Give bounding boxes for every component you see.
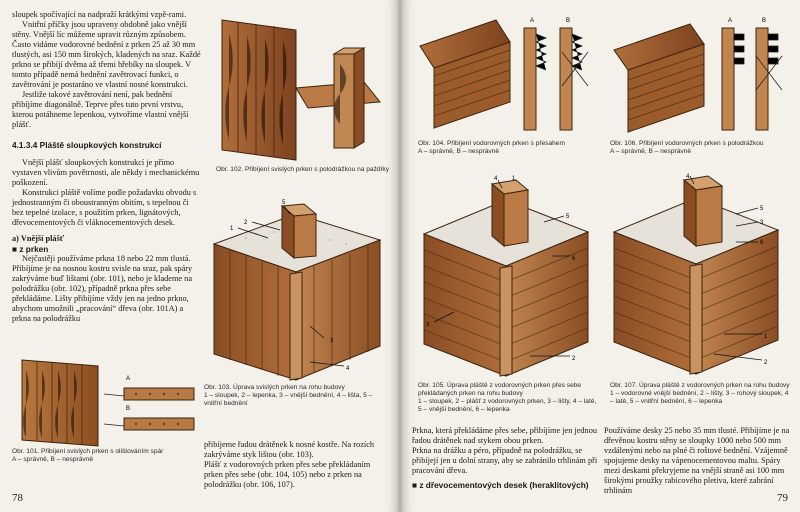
subheading-outer-cladding: a) Vnější plášť — [12, 234, 65, 243]
bullet-wood-cement-boards: ■ z dřevocementových desek (heraklitovýc… — [412, 480, 589, 490]
figure-107-illustration: 5 3 6 1 2 4 — [612, 174, 780, 375]
figure-103-caption: Obr. 103. Úprava svislých prken na rohu … — [204, 384, 373, 407]
figure-104: A B Obr. 104. Přibíjení vodorovných prke… — [412, 10, 600, 170]
figure-103-label-4: 4 — [346, 366, 350, 372]
figure-105-label-3: 3 — [426, 322, 430, 328]
right-col1: Prkna, která překládáme přes sebe, přibí… — [412, 426, 600, 490]
figure-101-illustration: A B — [21, 359, 195, 447]
figure-104-caption: Obr. 104. Přibíjení vodorovných prken s … — [418, 140, 565, 155]
figure-107-label-6: 6 — [760, 240, 764, 246]
figure-105-caption: Obr. 105. Úprava pláště z vodorovných pr… — [418, 382, 597, 413]
figure-105-label-6: 6 — [572, 256, 576, 262]
figure-103-label-5: 5 — [282, 200, 286, 206]
figure-104-label-a: A — [530, 18, 534, 24]
figure-103-label-1: 1 — [230, 226, 234, 232]
figure-101: A B Obr. 101. Přibíjení svislých prken s… — [12, 352, 198, 463]
figure-106-caption: Obr. 106. Přibíjení vodorovných prken s … — [610, 140, 764, 155]
figure-107-label-2: 2 — [764, 360, 768, 366]
figure-105-label-5: 5 — [566, 214, 570, 220]
figure-107-label-5: 5 — [760, 206, 764, 212]
left-paragraph-2: Vnitřní příčky jsou upraveny obdobně jak… — [12, 20, 201, 89]
section-heading: 4.1.3.4 Pláště sloupkových konstrukcí — [12, 140, 162, 150]
figure-107: 5 3 6 1 2 4 Obr. 107. Úprava pláště z vo… — [604, 170, 790, 420]
left-col2: přibíjeme řadou drátěnek k nosné kostře.… — [204, 440, 390, 490]
figure-107-caption: Obr. 107. Úprava pláště z vodorovných pr… — [610, 382, 790, 405]
figure-107-label-4: 4 — [686, 174, 690, 180]
figure-105-label-2: 2 — [572, 356, 576, 362]
figure-105-illustration: 5 6 2 3 4 1 — [422, 176, 590, 377]
gutter — [398, 0, 402, 512]
bullet-boards: ■ z prken — [12, 244, 49, 254]
figure-102-caption: Obr. 102. Přibíjení svislých prken s pol… — [216, 166, 389, 173]
right-col2: Používáme desky 25 nebo 35 mm tlusté. Př… — [604, 426, 790, 496]
figure-103-label-3: 3 — [330, 338, 334, 344]
figure-101-label-b: B — [126, 406, 130, 412]
left-paragraph-3: Jestliže takové zavětrování není, pak be… — [12, 90, 189, 129]
right-col2-text: Používáme desky 25 nebo 35 mm tlusté. Př… — [604, 426, 790, 495]
figure-105-label-1: 1 — [512, 176, 516, 182]
figure-101-caption: Obr. 101. Přibíjení svislých prken s oli… — [12, 448, 164, 463]
figure-102-illustration — [221, 19, 381, 161]
figure-106-illustration: A B — [613, 18, 783, 133]
figure-103-label-2: 2 — [244, 220, 248, 226]
figure-104-illustration: A B — [419, 18, 589, 131]
left-col2-text: přibíjeme řadou drátěnek k nosné kostře.… — [204, 440, 375, 489]
figure-105-label-4: 4 — [494, 176, 498, 182]
left-page: sloupek spočívající na nadpraží krátkými… — [0, 0, 398, 512]
figure-104-label-b: B — [566, 18, 570, 24]
figure-103: 1 2 3 4 5 Obr. 103. Úprava svislých prke… — [204, 194, 390, 414]
figure-106: A B Obr. 106. Přibíjení vodorovných prke… — [604, 10, 790, 170]
figure-107-label-1: 1 — [764, 334, 768, 340]
left-paragraph-5: Konstrukci pláště volíme podle požadavku… — [12, 188, 197, 227]
page-number-left: 78 — [12, 492, 23, 504]
right-col1-text: Prkna, která překládáme přes sebe, přibí… — [412, 426, 598, 475]
figure-103-illustration: 1 2 3 4 5 — [212, 200, 382, 381]
page-number-right: 79 — [777, 492, 788, 504]
right-page: A B Obr. 104. Přibíjení vodorovných prke… — [402, 0, 800, 512]
left-paragraph-6: Nejčastěji používáme prkna 18 nebo 22 mm… — [12, 254, 193, 323]
left-paragraph-1: sloupek spočívající na nadpraží krátkými… — [12, 10, 187, 19]
left-paragraph-4: Vnější plášť sloupkových konstrukcí je p… — [12, 158, 200, 187]
figure-102: Obr. 102. Přibíjení svislých prken s pol… — [204, 10, 390, 190]
figure-101-label-a: A — [126, 376, 130, 382]
figure-106-label-b: B — [762, 18, 766, 24]
figure-107-label-3: 3 — [760, 220, 764, 226]
left-col1: sloupek spočívající na nadpraží krátkými… — [12, 10, 202, 324]
figure-106-label-a: A — [728, 18, 732, 24]
figure-105: 5 6 2 3 4 1 Obr. 105. Úprava pláště z vo… — [412, 170, 600, 420]
